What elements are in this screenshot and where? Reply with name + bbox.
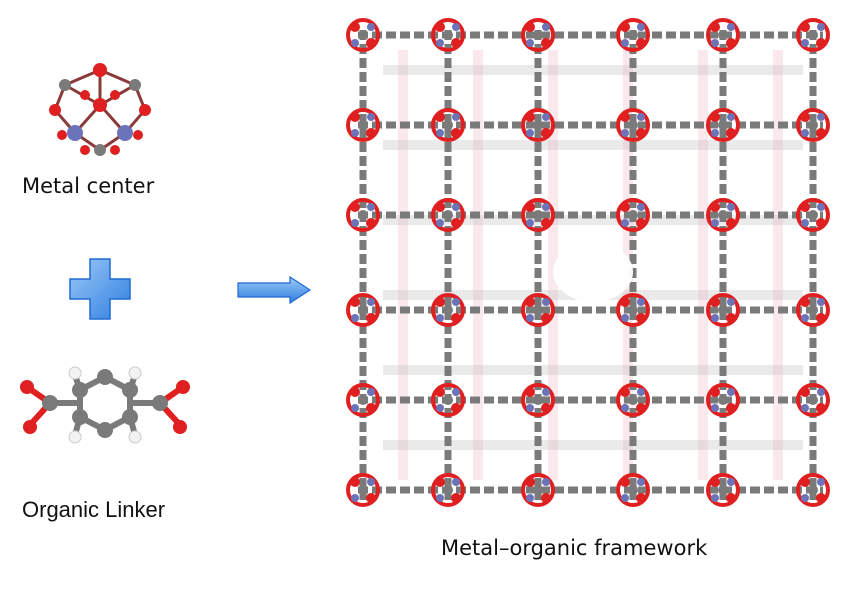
- metal-center-label: Metal center: [22, 174, 155, 198]
- mof-label: Metal–organic framework: [441, 536, 708, 560]
- metal-center-molecule: [49, 63, 151, 156]
- mof-framework-structure: [346, 18, 830, 507]
- plus-icon: [69, 258, 131, 320]
- right-arrow-icon: [237, 275, 312, 305]
- organic-linker-label: Organic Linker: [22, 497, 166, 522]
- organic-linker-molecule: [20, 366, 190, 444]
